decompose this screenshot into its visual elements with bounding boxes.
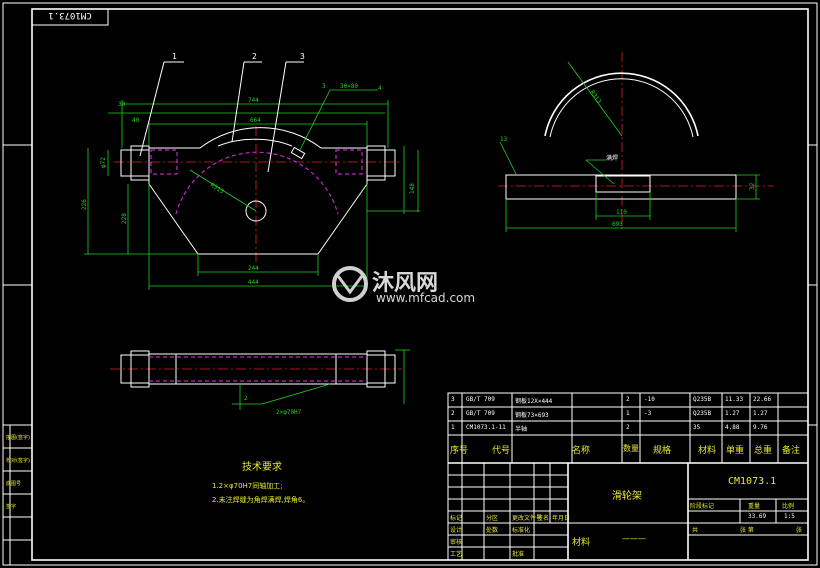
side-dim-110: 110: [616, 209, 627, 216]
bom-cell-total: 22.66: [753, 396, 772, 403]
front-view: R313 30 744 40 664 30×80 4 3 226 φ72 228…: [81, 52, 420, 290]
bom-cell-name: 钢板12X×444: [515, 398, 553, 405]
dim-444: 444: [248, 279, 259, 286]
dim-4: 4: [378, 85, 382, 92]
header-qty: 数量: [623, 444, 639, 453]
bom-cell-code: GB/T 709: [466, 396, 495, 403]
side-dim-32: 32: [749, 182, 756, 190]
strip-label-1: 描图(签字): [6, 434, 30, 441]
strip-label-4: 签字: [6, 503, 16, 510]
dim-664: 664: [250, 117, 261, 124]
bom-cell-seq: 2: [451, 410, 455, 417]
side-view: R313 13 110 693 32 满焊: [498, 52, 774, 232]
bom-cell-material: Q235B: [693, 410, 712, 417]
bom-cell-spec: -10: [644, 396, 655, 403]
balloon-3: 3: [300, 52, 305, 61]
bottom-section: 2: [244, 395, 248, 402]
dim-30x80: 30×80: [340, 83, 358, 90]
header-code: 代号: [492, 446, 511, 456]
bottom-view: 2 2×φ70H7: [110, 349, 410, 416]
strip-label-2: 校对(签字): [6, 457, 30, 464]
bottom-hole-note: 2×φ70H7: [276, 409, 302, 416]
bom-cell-material: 35: [693, 424, 701, 431]
dim-226: 226: [81, 199, 88, 210]
tech-title: 技术要求: [242, 460, 282, 473]
watermark-brand: 沐风网: [372, 271, 438, 296]
bom-cell-unit: 1.27: [725, 410, 740, 417]
bom-cell-name: 半轴: [515, 426, 528, 433]
side-radius: R313: [588, 89, 602, 105]
weld-note: 满焊: [606, 154, 618, 162]
dim-228: 228: [121, 213, 128, 224]
watermark: 沐风网 www.mfcad.com: [332, 266, 475, 305]
bom-cell-seq: 3: [451, 396, 455, 403]
bom-cell-unit: 4.88: [725, 424, 740, 431]
tech-item-1: 1.2×φ70H7同轴加工;: [212, 481, 283, 490]
bom-cell-seq: 1: [451, 424, 455, 431]
balloon-2: 2: [252, 52, 257, 61]
bom-cell-qty: 2: [626, 396, 630, 403]
dim-148: 148: [409, 183, 416, 194]
dim-3: 3: [322, 83, 326, 90]
bom-cell-total: 1.27: [753, 410, 768, 417]
dim-244: 244: [248, 265, 259, 272]
watermark-url: www.mfcad.com: [376, 291, 475, 305]
side-dim-13: 13: [500, 136, 508, 143]
rotated-drawing-number: CM1073.1: [48, 10, 91, 20]
front-radius: R313: [209, 182, 225, 196]
tech-requirements: 技术要求 1.2×φ70H7同轴加工; 2.未注焊缝为角焊满焊,焊角6。: [212, 460, 309, 504]
bom-cell-name: 钢板73×693: [515, 412, 549, 419]
tech-item-2: 2.未注焊缝为角焊满焊,焊角6。: [212, 495, 309, 504]
header-name: 名称: [572, 446, 591, 456]
side-dim-693: 693: [612, 221, 623, 228]
bom-cell-code: GB/T 709: [466, 410, 495, 417]
bom-header: 序号 代号 名称 数量 规格 材料 单重 总重 备注: [448, 435, 808, 463]
title-block: [447, 392, 809, 561]
left-binding-strip: 描图(签字) 校对(签字) 底图号 签字: [3, 144, 32, 565]
bom-cell-spec: -3: [644, 410, 652, 417]
bom-cell-qty: 2: [626, 424, 630, 431]
rotated-number-box: [31, 8, 109, 26]
bom-cell-code: CM1073.1-11: [466, 424, 506, 431]
header-spec: 规格: [653, 446, 672, 456]
header-seq: 序号: [450, 446, 469, 456]
bom-cell-material: Q235B: [693, 396, 712, 403]
strip-label-3: 底图号: [6, 480, 21, 487]
header-unit: 单重: [726, 446, 745, 456]
bom-cell-total: 9.76: [753, 424, 768, 431]
header-material: 材料: [698, 446, 717, 456]
balloon-1: 1: [172, 52, 177, 61]
bom-cell-qty: 1: [626, 410, 630, 417]
header-remark: 备注: [782, 446, 801, 456]
dim-744: 744: [248, 97, 259, 104]
dim-40: 40: [132, 117, 140, 124]
header-total: 总重: [754, 446, 773, 456]
dim-30-left: 30: [118, 101, 126, 108]
dim-phi72: φ72: [100, 157, 107, 168]
bom-cell-unit: 11.33: [725, 396, 744, 403]
